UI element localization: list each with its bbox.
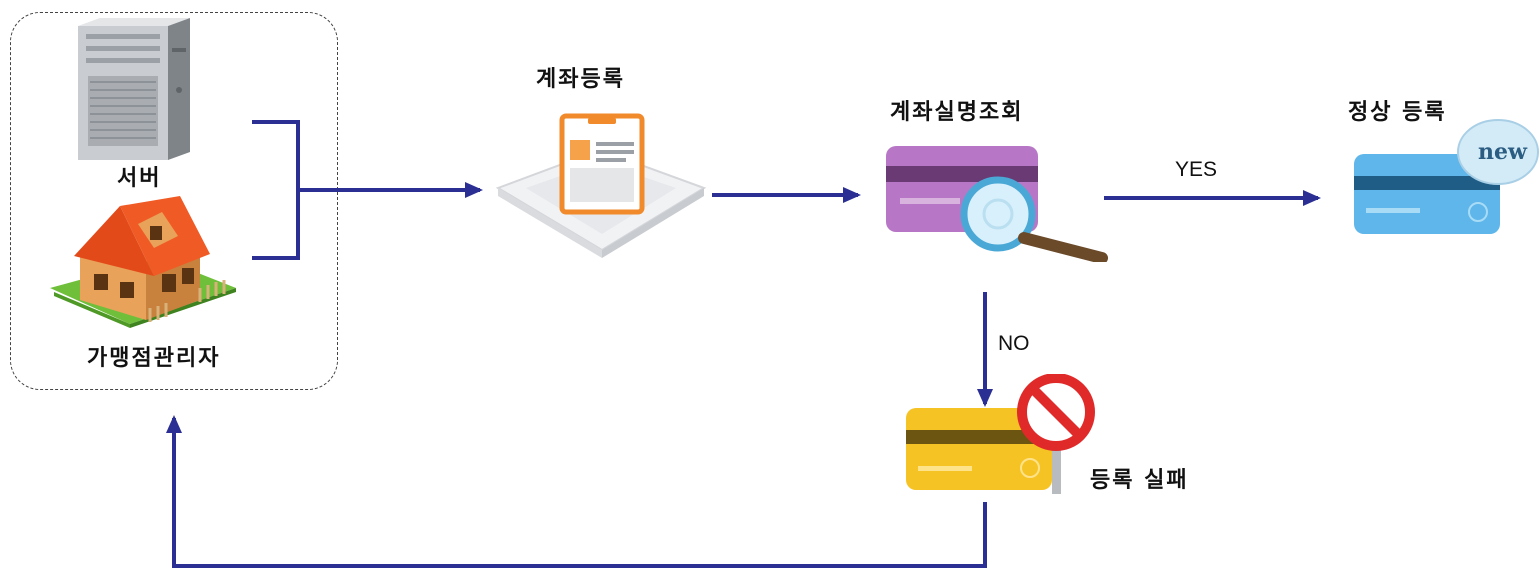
normal-registration-label: 정상 등록	[1348, 100, 1447, 125]
merchant-admin-label: 가맹점관리자	[87, 346, 221, 371]
id-card-icon	[495, 113, 707, 258]
no-entry-icon	[1017, 374, 1095, 494]
actor-group-box	[10, 12, 338, 390]
yes-edge-label: YES	[1175, 158, 1218, 181]
new-card-icon: new	[1354, 119, 1539, 234]
account-registration-label: 계좌등록	[536, 67, 625, 92]
registration-failed-label: 등록 실패	[1090, 468, 1189, 493]
new-badge-text: new	[1478, 139, 1528, 165]
no-edge-label: NO	[998, 332, 1030, 355]
house-icon	[50, 196, 236, 328]
bracket-connector	[252, 120, 300, 260]
credit-card-search-icon	[886, 146, 1108, 262]
account-name-check-label: 계좌실명조회	[890, 100, 1024, 125]
server-icon	[78, 18, 190, 160]
server-label: 서버	[117, 166, 162, 191]
failed-card-icon	[906, 374, 1095, 494]
arrow-back-to-group	[166, 415, 987, 568]
